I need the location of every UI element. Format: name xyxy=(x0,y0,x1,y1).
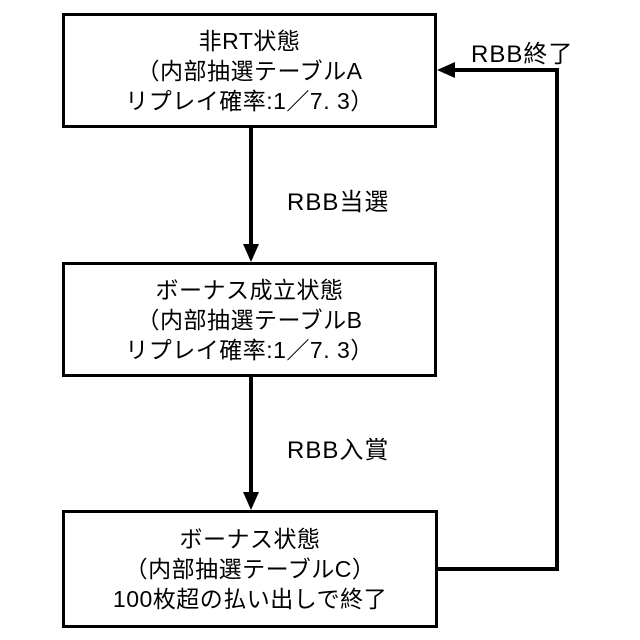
transition-label-rbb-entry: RBB入賞 xyxy=(287,437,390,464)
transition-arrow-rbb-win-stem xyxy=(249,128,253,244)
transition-arrow-rbb-entry-stem xyxy=(249,377,253,492)
arrowhead-down-icon xyxy=(243,492,259,510)
arrowhead-left-icon xyxy=(437,62,455,78)
transition-arrow-rbb-end-top-segment xyxy=(455,68,559,72)
transition-label-rbb-win: RBB当選 xyxy=(287,189,390,216)
state-box-bonus-line-3: 100枚超の払い出しで終了 xyxy=(112,586,388,612)
state-box-non-rt-line-2: （内部抽選テーブルA xyxy=(136,57,363,84)
transition-arrow-rbb-end-vertical-segment xyxy=(555,68,559,571)
transition-arrow-rbb-end-bottom-segment xyxy=(437,567,559,571)
state-box-bonus: ボーナス状態 （内部抽選テーブルC） 100枚超の払い出しで終了 xyxy=(62,510,438,628)
state-box-bonus-line-2: （内部抽選テーブルC） xyxy=(124,556,376,582)
state-box-non-rt-line-1: 非RT状態 xyxy=(198,27,301,54)
transition-label-rbb-end: RBB終了 xyxy=(471,41,574,68)
state-box-bonus-established-line-3: リプレイ確率:1／7. 3） xyxy=(125,336,374,363)
state-box-bonus-established-line-1: ボーナス成立状態 xyxy=(155,276,344,303)
state-box-non-rt: 非RT状態 （内部抽選テーブルA リプレイ確率:1／7. 3） xyxy=(62,13,437,128)
state-box-bonus-established-line-2: （内部抽選テーブルB xyxy=(136,306,363,333)
arrowhead-down-icon xyxy=(243,244,259,262)
state-box-non-rt-line-3: リプレイ確率:1／7. 3） xyxy=(125,87,374,114)
state-box-bonus-established: ボーナス成立状態 （内部抽選テーブルB リプレイ確率:1／7. 3） xyxy=(62,262,437,377)
state-box-bonus-line-1: ボーナス状態 xyxy=(179,526,321,552)
